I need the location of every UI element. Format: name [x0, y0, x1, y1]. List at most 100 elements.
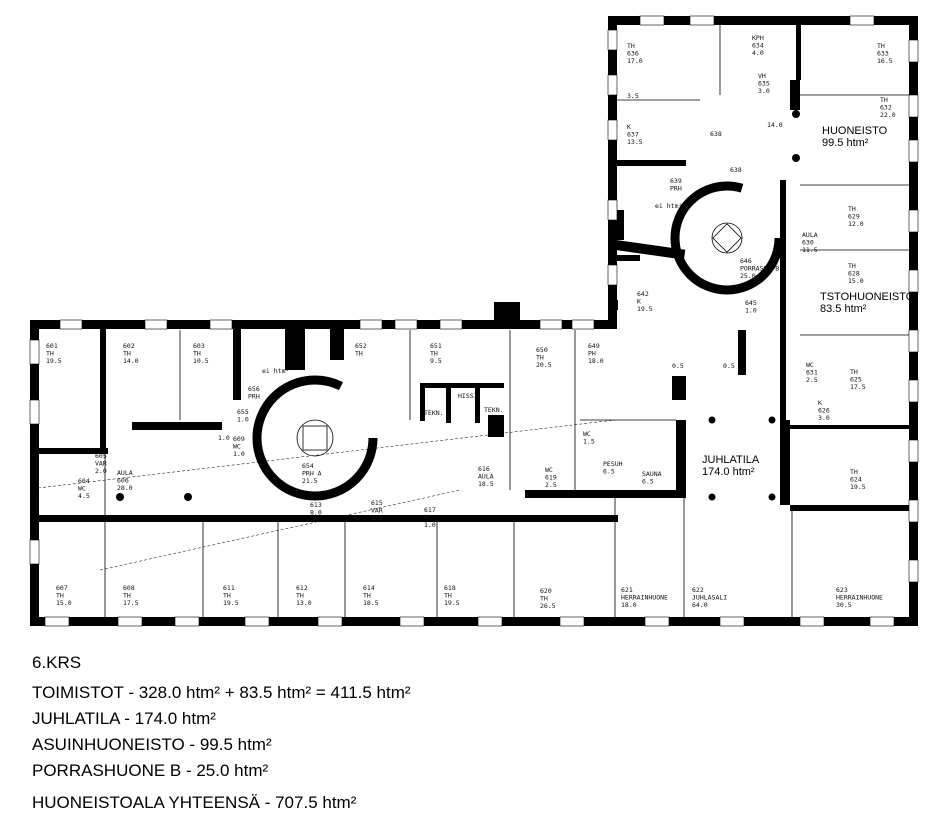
window: [571, 319, 595, 330]
window: [209, 319, 233, 330]
room-label: 638: [730, 166, 742, 174]
window: [607, 199, 618, 221]
window: [559, 616, 585, 627]
window: [607, 74, 618, 96]
window: [29, 539, 40, 565]
staircase-b: [670, 181, 784, 295]
window: [317, 616, 343, 627]
room-label: 0.5: [723, 362, 735, 370]
window: [394, 319, 418, 330]
window: [908, 269, 919, 293]
window: [639, 15, 665, 26]
window: [439, 319, 463, 330]
window: [719, 616, 745, 627]
legend-total: HUONEISTOALA YHTEENSÄ - 707.5 htm²: [32, 793, 357, 812]
window: [908, 559, 919, 583]
window: [908, 439, 919, 463]
window: [29, 339, 40, 365]
window: [244, 616, 270, 627]
walls: [30, 16, 918, 626]
room-label: ei htm²: [262, 367, 289, 375]
legend-line-stairwell: PORRASHUONE B - 25.0 htm²: [32, 761, 269, 780]
legend-line-hall: JUHLATILA - 174.0 htm²: [32, 709, 216, 728]
window: [174, 616, 200, 627]
window: [849, 15, 875, 26]
room-label: TEKN.: [484, 406, 504, 414]
room-label: 1.0: [218, 434, 230, 442]
room-label: 3.5: [627, 92, 639, 100]
window: [117, 616, 143, 627]
room-label: ei htm²: [655, 202, 682, 210]
window: [477, 616, 503, 627]
window: [399, 616, 425, 627]
window: [908, 209, 919, 233]
columns: [116, 110, 800, 501]
staircase-a: [252, 375, 378, 501]
window: [908, 379, 919, 403]
room-label: TEKN.: [424, 409, 444, 417]
window: [539, 319, 563, 330]
window: [908, 329, 919, 353]
floor-label: 6.KRS: [32, 653, 82, 672]
partition-lines: [37, 22, 909, 617]
room-label: HISSI: [458, 392, 478, 400]
window: [44, 616, 70, 627]
window: [908, 139, 919, 163]
window: [607, 119, 618, 141]
legend-line-offices: TOIMISTOT - 328.0 htm² + 83.5 htm² = 411…: [32, 683, 411, 702]
window: [607, 29, 618, 51]
window: [359, 319, 383, 330]
room-label: 638: [710, 130, 722, 138]
windows: [29, 15, 919, 627]
window: [29, 399, 40, 425]
